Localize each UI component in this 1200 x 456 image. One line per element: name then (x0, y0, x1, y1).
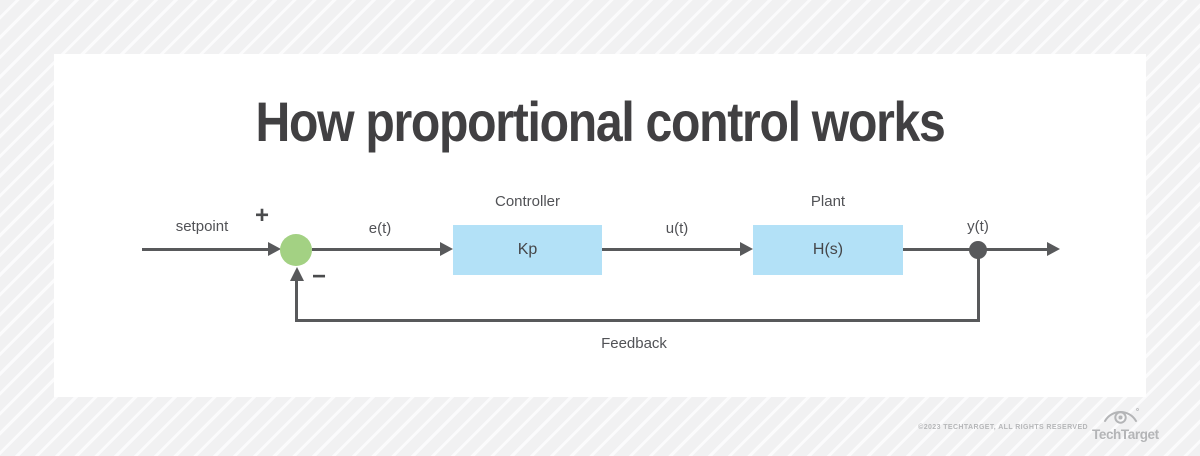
error-signal-arrowhead-icon (440, 242, 453, 256)
control-signal-label: u(t) (665, 220, 689, 237)
feedback-arrowhead-icon (290, 267, 304, 281)
setpoint-line (142, 248, 270, 251)
copyright-text: ©2023 TECHTARGET, ALL RIGHTS RESERVED (918, 424, 1088, 431)
techtarget-eye-icon (1104, 408, 1139, 424)
controller-block: Kp (453, 225, 602, 275)
output-arrowhead-icon (1047, 242, 1060, 256)
setpoint-arrowhead-icon (268, 242, 281, 256)
summing-junction (280, 234, 312, 266)
error-signal-line (312, 248, 440, 251)
control-signal-line (602, 248, 740, 251)
setpoint-label: setpoint (175, 218, 229, 235)
plus-sign: + (255, 202, 270, 229)
feedback-line-left (295, 280, 298, 322)
plant-caption: Plant (810, 193, 846, 210)
techtarget-wordmark: TechTarget (1092, 427, 1159, 442)
error-signal-label: e(t) (368, 220, 392, 237)
feedback-line-right (977, 250, 980, 322)
output-signal-label: y(t) (967, 218, 989, 235)
page-title: How proportional control works (255, 90, 945, 153)
feedback-label: Feedback (601, 335, 667, 352)
minus-sign: − (312, 263, 327, 290)
control-signal-arrowhead-icon (740, 242, 753, 256)
controller-caption: Controller (494, 193, 561, 210)
techtarget-logo: TechTarget (1092, 407, 1159, 442)
feedback-line-bottom (295, 319, 980, 322)
plant-block: H(s) (753, 225, 903, 275)
